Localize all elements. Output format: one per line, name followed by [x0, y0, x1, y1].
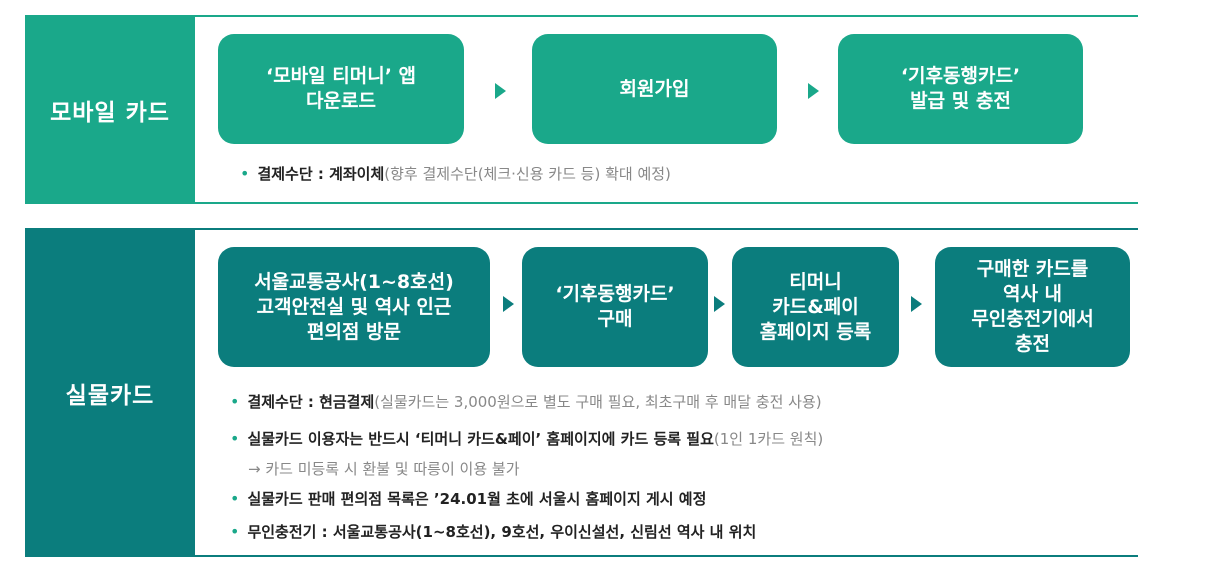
physical-card-section: 실물카드 서울교통공사(1~8호선) 고객안전실 및 역사 인근 편의점 방문 …	[25, 228, 1138, 557]
physical-note-2-sub: → 카드 미등록 시 환불 및 따릉이 이용 불가	[230, 458, 520, 479]
physical-note-2: • 실물카드 이용자는 반드시 ‘티머니 카드&페이’ 홈페이지에 카드 등록 필…	[230, 428, 823, 449]
note-rest: (향후 결제수단(체크·신용 카드 등) 확대 예정)	[384, 165, 671, 183]
physical-card-label: 실물카드	[25, 230, 195, 555]
physical-note-1: • 결제수단 : 현금결제(실물카드는 3,000원으로 별도 구매 필요, 최초…	[230, 391, 822, 412]
step-charge-at-station: 구매한 카드를 역사 내 무인충전기에서 충전	[935, 247, 1130, 367]
note-bold: 결제수단 : 계좌이체	[257, 165, 385, 183]
mobile-card-label: 모바일 카드	[25, 17, 195, 202]
bullet-icon: •	[230, 392, 240, 411]
payment-note: • 결제수단 : 계좌이체(향후 결제수단(체크·신용 카드 등) 확대 예정)	[240, 163, 671, 184]
note-rest: (1인 1카드 원칙)	[713, 430, 824, 448]
step-buy-card: ‘기후동행카드’ 구매	[522, 247, 708, 367]
step-issue-and-charge: ‘기후동행카드’ 발급 및 충전	[838, 34, 1083, 144]
bullet-icon: •	[230, 522, 240, 541]
bullet-icon: •	[240, 164, 250, 183]
note-sub: → 카드 미등록 시 환불 및 따릉이 이용 불가	[248, 460, 520, 478]
note-bold: 결제수단 : 현금결제	[247, 393, 375, 411]
note-rest: (실물카드는 3,000원으로 별도 구매 필요, 최초구매 후 매달 충전 사…	[374, 393, 822, 411]
step-sign-up: 회원가입	[532, 34, 777, 144]
physical-note-3: • 실물카드 판매 편의점 목록은 ’24.01월 초에 서울시 홈페이지 게시 …	[230, 488, 706, 509]
arrow-right-icon	[808, 83, 819, 99]
note-bold: 실물카드 판매 편의점 목록은 ’24.01월 초에 서울시 홈페이지 게시 예…	[247, 490, 707, 508]
mobile-card-section: 모바일 카드 ‘모바일 티머니’ 앱 다운로드 회원가입 ‘기후동행카드’ 발급…	[25, 15, 1138, 204]
bullet-icon: •	[230, 429, 240, 448]
step-download-app: ‘모바일 티머니’ 앱 다운로드	[218, 34, 464, 144]
arrow-right-icon	[495, 83, 506, 99]
note-bold: 실물카드 이용자는 반드시 ‘티머니 카드&페이’ 홈페이지에 카드 등록 필요	[247, 430, 714, 448]
note-bold: 무인충전기 : 서울교통공사(1~8호선), 9호선, 우이신설선, 신림선 역…	[247, 523, 757, 541]
bullet-icon: •	[230, 489, 240, 508]
step-register-homepage: 티머니 카드&페이 홈페이지 등록	[732, 247, 899, 367]
arrow-right-icon	[714, 296, 725, 312]
step-visit-store: 서울교통공사(1~8호선) 고객안전실 및 역사 인근 편의점 방문	[218, 247, 490, 367]
physical-note-4: • 무인충전기 : 서울교통공사(1~8호선), 9호선, 우이신설선, 신림선 …	[230, 521, 756, 542]
arrow-right-icon	[503, 296, 514, 312]
arrow-right-icon	[911, 296, 922, 312]
